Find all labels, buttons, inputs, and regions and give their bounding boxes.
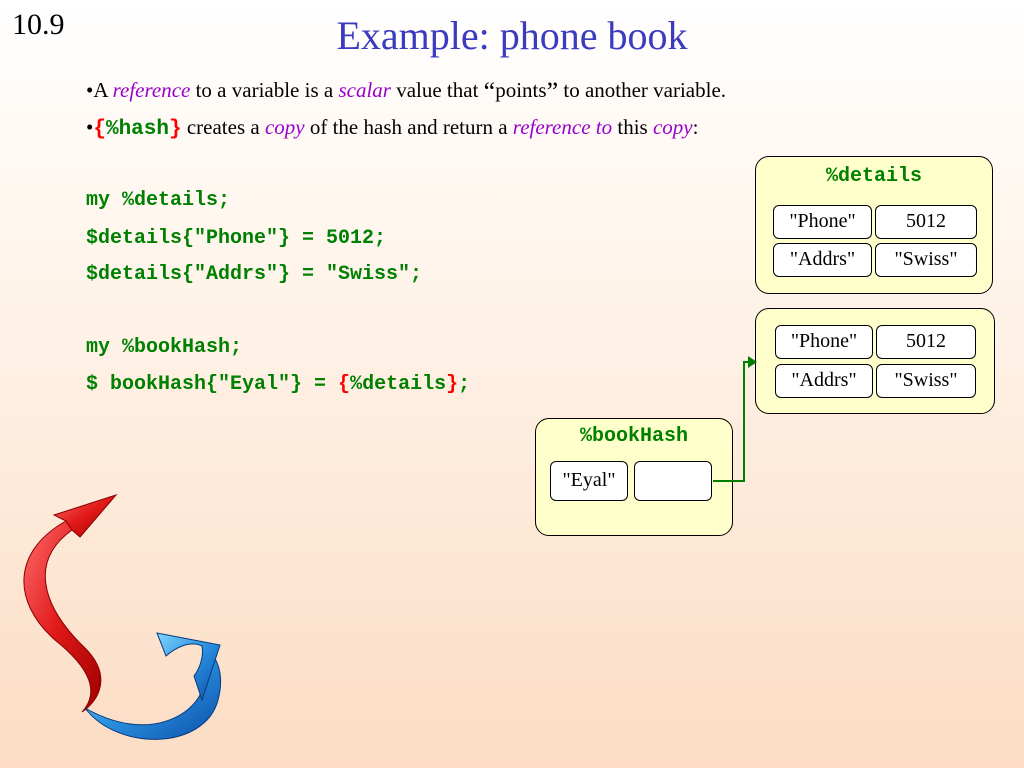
- code-close-brace: }: [446, 373, 459, 396]
- emphasis-reference-to: reference to: [512, 115, 613, 139]
- details-panel-title: %details: [825, 165, 922, 188]
- slide-number: 10.9: [12, 8, 65, 41]
- code-text: $ bookHash{"Eyal"} =: [86, 373, 339, 396]
- bullet-marker: •: [86, 115, 94, 139]
- code-hash: %hash: [105, 118, 169, 141]
- copied-hash-panel: "Phone" 5012 "Addrs" "Swiss": [755, 308, 995, 414]
- copy-value-phone: 5012: [876, 325, 976, 359]
- code-open-brace: {: [93, 118, 106, 141]
- code-open-brace: {: [338, 373, 351, 396]
- bullet-text: this: [612, 115, 653, 139]
- page-title: Example: phone book: [336, 13, 688, 58]
- emphasis-copy: copy: [652, 115, 693, 139]
- bookhash-reference-value: [634, 461, 712, 501]
- code-line-4: my %bookHash;: [86, 336, 243, 359]
- bullet-text: creates a: [181, 115, 265, 139]
- code-text: ;: [458, 373, 471, 396]
- red-curved-arrow-icon: [23, 493, 118, 713]
- copy-key-phone: "Phone": [775, 325, 873, 359]
- details-hash-panel: %details "Phone" 5012 "Addrs" "Swiss": [755, 156, 993, 294]
- emphasis-reference: reference: [112, 78, 191, 102]
- copy-key-addrs: "Addrs": [775, 364, 873, 398]
- bullet-text: value that: [390, 78, 484, 102]
- bullet-reference-definition: •A reference to a variable is a scalar v…: [86, 77, 727, 106]
- details-value-phone: 5012: [875, 205, 977, 239]
- bookhash-panel-title: %bookHash: [579, 425, 689, 448]
- bullet-text: of the hash and return a: [304, 115, 513, 139]
- open-quote: “: [483, 77, 496, 106]
- bullet-text: to another variable.: [558, 78, 727, 102]
- bullet-text: :: [692, 115, 699, 139]
- bullet-text: •A: [86, 78, 113, 102]
- blue-curved-arrow-icon: [84, 632, 222, 740]
- code-close-brace: }: [168, 118, 182, 141]
- bookhash-key-eyal: "Eyal": [550, 461, 628, 501]
- code-line-5: $ bookHash{"Eyal"} = {%details};: [86, 373, 470, 396]
- code-text: %details: [350, 373, 447, 396]
- hash-copy-code: {%hash}: [93, 118, 181, 141]
- code-line-3: $details{"Addrs"} = "Swiss";: [86, 263, 423, 286]
- bullet-text: points: [495, 78, 547, 102]
- close-quote: ”: [546, 77, 559, 106]
- bookhash-panel: %bookHash "Eyal": [535, 418, 733, 536]
- emphasis-scalar: scalar: [338, 78, 391, 102]
- bullet-text: to a variable is a: [190, 78, 339, 102]
- copy-value-addrs: "Swiss": [876, 364, 976, 398]
- details-key-phone: "Phone": [773, 205, 872, 239]
- details-key-addrs: "Addrs": [773, 243, 872, 277]
- code-line-1: my %details;: [86, 189, 231, 212]
- details-value-addrs: "Swiss": [875, 243, 977, 277]
- emphasis-copy: copy: [264, 115, 305, 139]
- bullet-hash-copy: •{%hash} creates a copy of the hash and …: [86, 115, 698, 141]
- code-line-2: $details{"Phone"} = 5012;: [86, 227, 387, 250]
